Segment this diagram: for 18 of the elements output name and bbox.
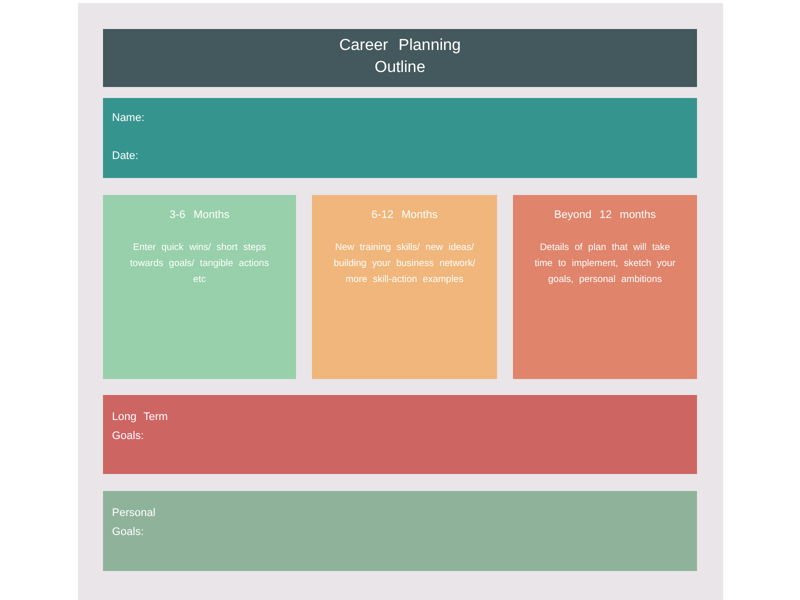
section-heading: Personal Goals: <box>112 506 156 540</box>
section-heading: Long Term Goals: <box>112 410 169 444</box>
goals-panel <box>103 491 697 571</box>
title-banner <box>103 29 697 87</box>
card-heading: 3-6 Months <box>168 208 231 222</box>
details-panel <box>103 98 697 178</box>
card-description: Enter quick wins/ short steps towards goals/ tangible actions etc <box>129 241 270 287</box>
timeline-card <box>312 195 497 379</box>
title-text: Career Planning Outline <box>338 36 462 78</box>
card-description: New training skills/ new ideas/ building your business network/ more skill-action examples <box>332 241 476 287</box>
card-heading: 6-12 Months <box>370 208 439 222</box>
timeline-card <box>103 195 296 379</box>
card-description: Details of plan that will take time to implement, sketch your goals, personal ambitions <box>534 241 676 287</box>
field-label: Name: <box>112 111 144 125</box>
card-heading: Beyond 12 months <box>553 208 657 222</box>
timeline-card <box>513 195 697 379</box>
goals-panel <box>103 395 697 474</box>
field-label: Date: <box>112 149 138 163</box>
